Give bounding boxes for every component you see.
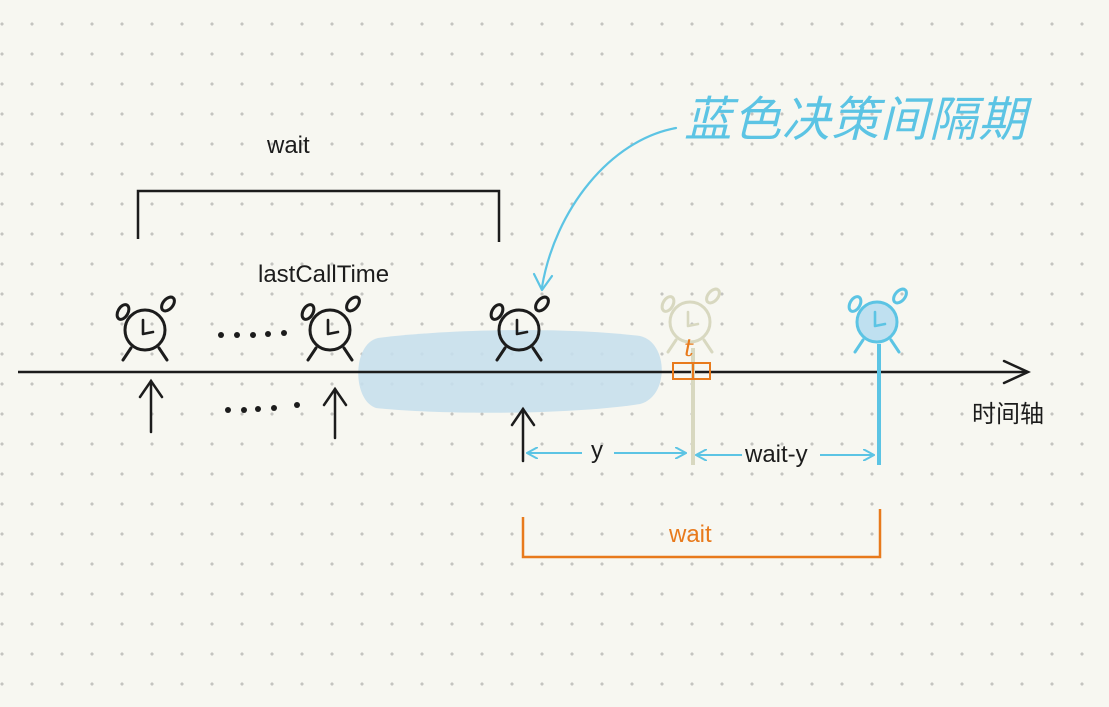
time-axis-arrowhead (1002, 359, 1032, 385)
t-marker-box (672, 362, 711, 380)
alarm-clock-icon (298, 293, 364, 362)
ellipsis-dots-upper (218, 330, 287, 338)
t-label: t (684, 334, 694, 362)
wait-minus-y-label: wait-y (745, 441, 808, 468)
blue-alarm-clock-icon (845, 285, 911, 354)
alarm-clock-icon (113, 293, 179, 362)
time-axis-label: 时间轴 (972, 401, 1044, 428)
wait-bracket-bottom (521, 509, 882, 559)
wait-label-bottom: wait (669, 521, 712, 548)
annotation-leader-line (540, 126, 678, 289)
ellipsis-dots-lower (225, 402, 300, 413)
call-arrow-icon (138, 378, 164, 434)
y-label: y (591, 437, 603, 464)
wait-bracket-top (136, 189, 501, 242)
last-call-time-label: lastCallTime (258, 261, 390, 288)
blue-decision-interval-annotation: 蓝色决策间隔期 (684, 92, 1028, 148)
wait-label-top: wait (267, 132, 310, 159)
annotation-leader-arrowhead (532, 272, 554, 292)
call-arrow-icon (510, 406, 536, 463)
call-arrow-icon (322, 386, 348, 440)
